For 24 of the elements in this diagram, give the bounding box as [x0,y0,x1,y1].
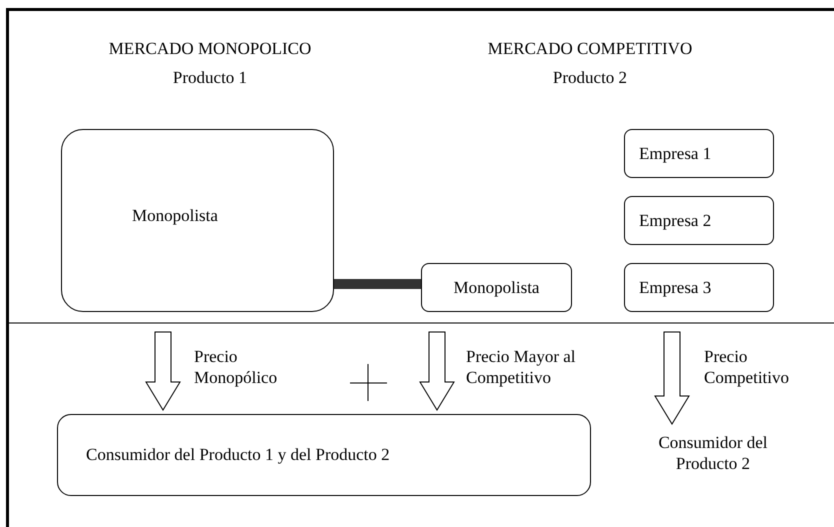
edge-label: Precio Mayor al Competitivo [466,346,577,388]
rounded-box [421,263,572,312]
box-label: Empresa 2 [639,210,712,232]
rounded-box [624,196,774,245]
rounded-box [57,414,591,496]
box-label: Monopolista [132,204,218,226]
edge-label: Precio Competitivo [704,346,790,388]
edge-label: Precio Monopólico [194,346,278,388]
rounded-box [624,263,774,312]
box-label: Empresa 1 [639,142,712,164]
hollow-arrow [419,332,455,411]
box-label: Consumidor del Producto 2 [657,432,769,474]
thick-connector [334,279,421,289]
market-heading: MERCADO MONOPOLICO [108,38,312,60]
product-label: Producto 1 [172,67,248,89]
hollow-arrow [654,332,690,425]
rounded-box [61,129,334,312]
product-label: Producto 2 [552,67,628,89]
rounded-box [624,129,774,178]
box-label: Consumidor del Producto 1 y del Producto 2 [86,444,390,466]
market-heading: MERCADO COMPETITIVO [486,38,694,60]
hollow-arrow [145,332,181,411]
box-label: Monopolista [454,276,540,298]
box-label: Empresa 3 [639,276,712,298]
